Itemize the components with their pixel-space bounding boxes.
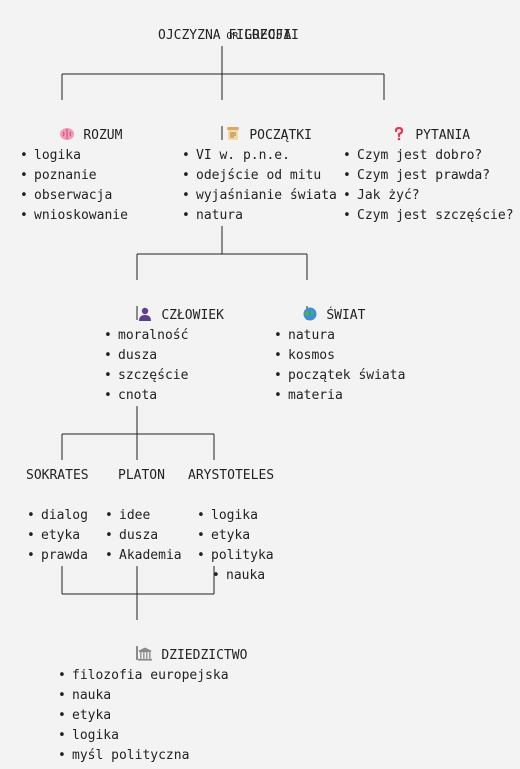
scroll-icon	[227, 127, 240, 140]
list-item: •poznanie	[20, 168, 97, 183]
node-arystoteles: ARYSTOTELES	[188, 468, 275, 483]
list-item: •Czym jest szczęście?	[343, 208, 514, 223]
list-item: •myśl polityczna	[58, 748, 190, 763]
list-item: •nauka	[212, 568, 266, 583]
classical-building-icon	[138, 647, 153, 661]
node-rozum: ROZUM	[28, 106, 122, 143]
list-item: •materia	[274, 388, 343, 403]
list-item: •logika	[20, 148, 81, 163]
node-czlowiek: CZŁOWIEK	[106, 286, 224, 323]
list-item: •wyjaśnianie świata	[182, 188, 337, 203]
list-item: •Czym jest dobro?	[343, 148, 483, 163]
header-title-line2: OJCZYZNA FILOZOFII	[158, 28, 299, 43]
list-item: •Czym jest prawda?	[343, 168, 491, 183]
question-mark-icon	[395, 127, 404, 141]
list-item: •natura	[182, 208, 243, 223]
node-title: ROZUM	[83, 128, 123, 143]
list-item: •polityka	[197, 548, 274, 563]
list-item: •idee	[105, 508, 151, 523]
node-poczatki: POCZĄTKI	[194, 106, 312, 143]
list-item: •początek świata	[274, 368, 406, 383]
node-sokrates: SOKRATES	[26, 468, 89, 483]
globe-icon	[303, 307, 317, 321]
list-item: •natura	[274, 328, 335, 343]
list-item: •kosmos	[274, 348, 335, 363]
node-dziedzictwo: DZIEDZICTWO	[106, 626, 247, 663]
list-item: •logika	[58, 728, 119, 743]
list-item: •wnioskowanie	[20, 208, 128, 223]
list-item: •moralność	[104, 328, 189, 343]
node-swiat: ŚWIAT	[271, 286, 365, 323]
header-title-line1: GR GRECJA	[195, 6, 291, 43]
node-title: POCZĄTKI	[249, 128, 312, 143]
flag-icon: GR	[226, 31, 239, 42]
list-item: •dusza	[104, 348, 158, 363]
list-item: •filozofia europejska	[58, 668, 229, 683]
list-item: •Jak żyć?	[343, 188, 420, 203]
node-title: PYTANIA	[415, 128, 471, 143]
list-item: •etyka	[197, 528, 251, 543]
list-item: •cnota	[104, 388, 158, 403]
brain-icon	[60, 128, 75, 140]
list-item: •dialog	[27, 508, 88, 523]
list-item: •obserwacja	[20, 188, 113, 203]
list-item: •nauka	[58, 688, 112, 703]
list-item: •odejście od mitu	[182, 168, 322, 183]
node-platon: PLATON	[118, 468, 165, 483]
list-item: •logika	[197, 508, 258, 523]
list-item: •szczęście	[104, 368, 189, 383]
header-title-text: GRECJA	[244, 28, 292, 43]
list-item: •prawda	[27, 548, 88, 563]
node-title: CZŁOWIEK	[161, 308, 224, 323]
person-icon	[139, 307, 152, 321]
node-pytania: PYTANIA	[360, 106, 470, 143]
list-item: •etyka	[58, 708, 112, 723]
node-title: DZIEDZICTWO	[161, 648, 248, 663]
list-item: •etyka	[27, 528, 81, 543]
node-title: ŚWIAT	[326, 308, 366, 323]
list-item: •dusza	[105, 528, 159, 543]
list-item: •VI w. p.n.e.	[182, 148, 290, 163]
list-item: •Akademia	[105, 548, 182, 563]
